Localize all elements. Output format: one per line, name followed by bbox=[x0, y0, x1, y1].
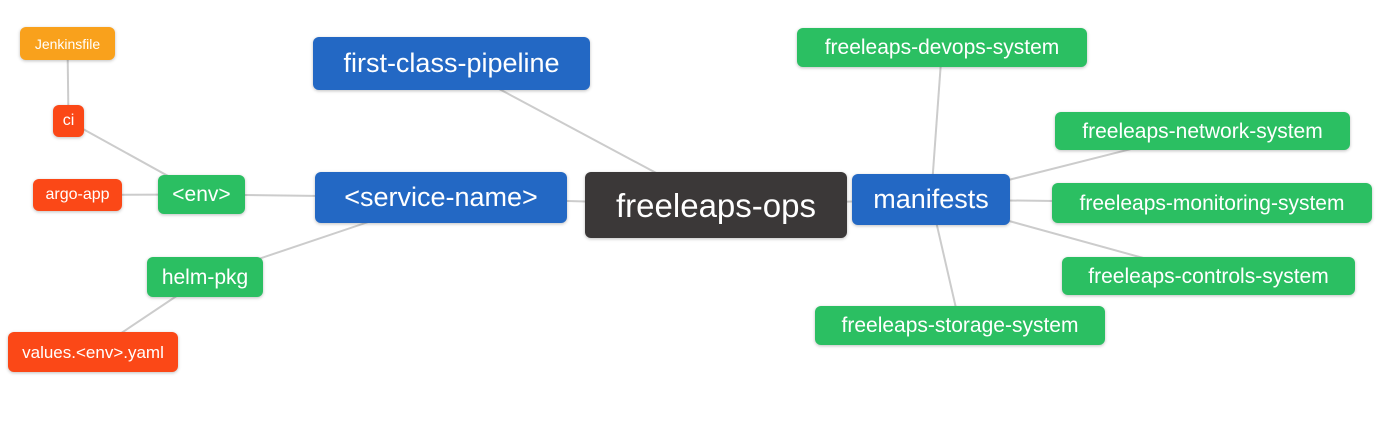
node-storage-system[interactable]: freeleaps-storage-system bbox=[815, 306, 1105, 345]
node-devops-system[interactable]: freeleaps-devops-system bbox=[797, 28, 1087, 67]
node-monitoring-system[interactable]: freeleaps-monitoring-system bbox=[1052, 183, 1372, 223]
node-env[interactable]: <env> bbox=[158, 175, 245, 214]
node-controls-system[interactable]: freeleaps-controls-system bbox=[1062, 257, 1355, 295]
node-jenkinsfile[interactable]: Jenkinsfile bbox=[20, 27, 115, 60]
node-ci[interactable]: ci bbox=[53, 105, 84, 137]
node-first-class-pipeline[interactable]: first-class-pipeline bbox=[313, 37, 590, 90]
node-freeleaps-ops[interactable]: freeleaps-ops bbox=[585, 172, 847, 238]
node-argo-app[interactable]: argo-app bbox=[33, 179, 122, 211]
node-service-name[interactable]: <service-name> bbox=[315, 172, 567, 223]
node-manifests[interactable]: manifests bbox=[852, 174, 1010, 225]
node-values-env-yaml[interactable]: values.<env>.yaml bbox=[8, 332, 178, 372]
node-network-system[interactable]: freeleaps-network-system bbox=[1055, 112, 1350, 150]
node-helm-pkg[interactable]: helm-pkg bbox=[147, 257, 263, 297]
